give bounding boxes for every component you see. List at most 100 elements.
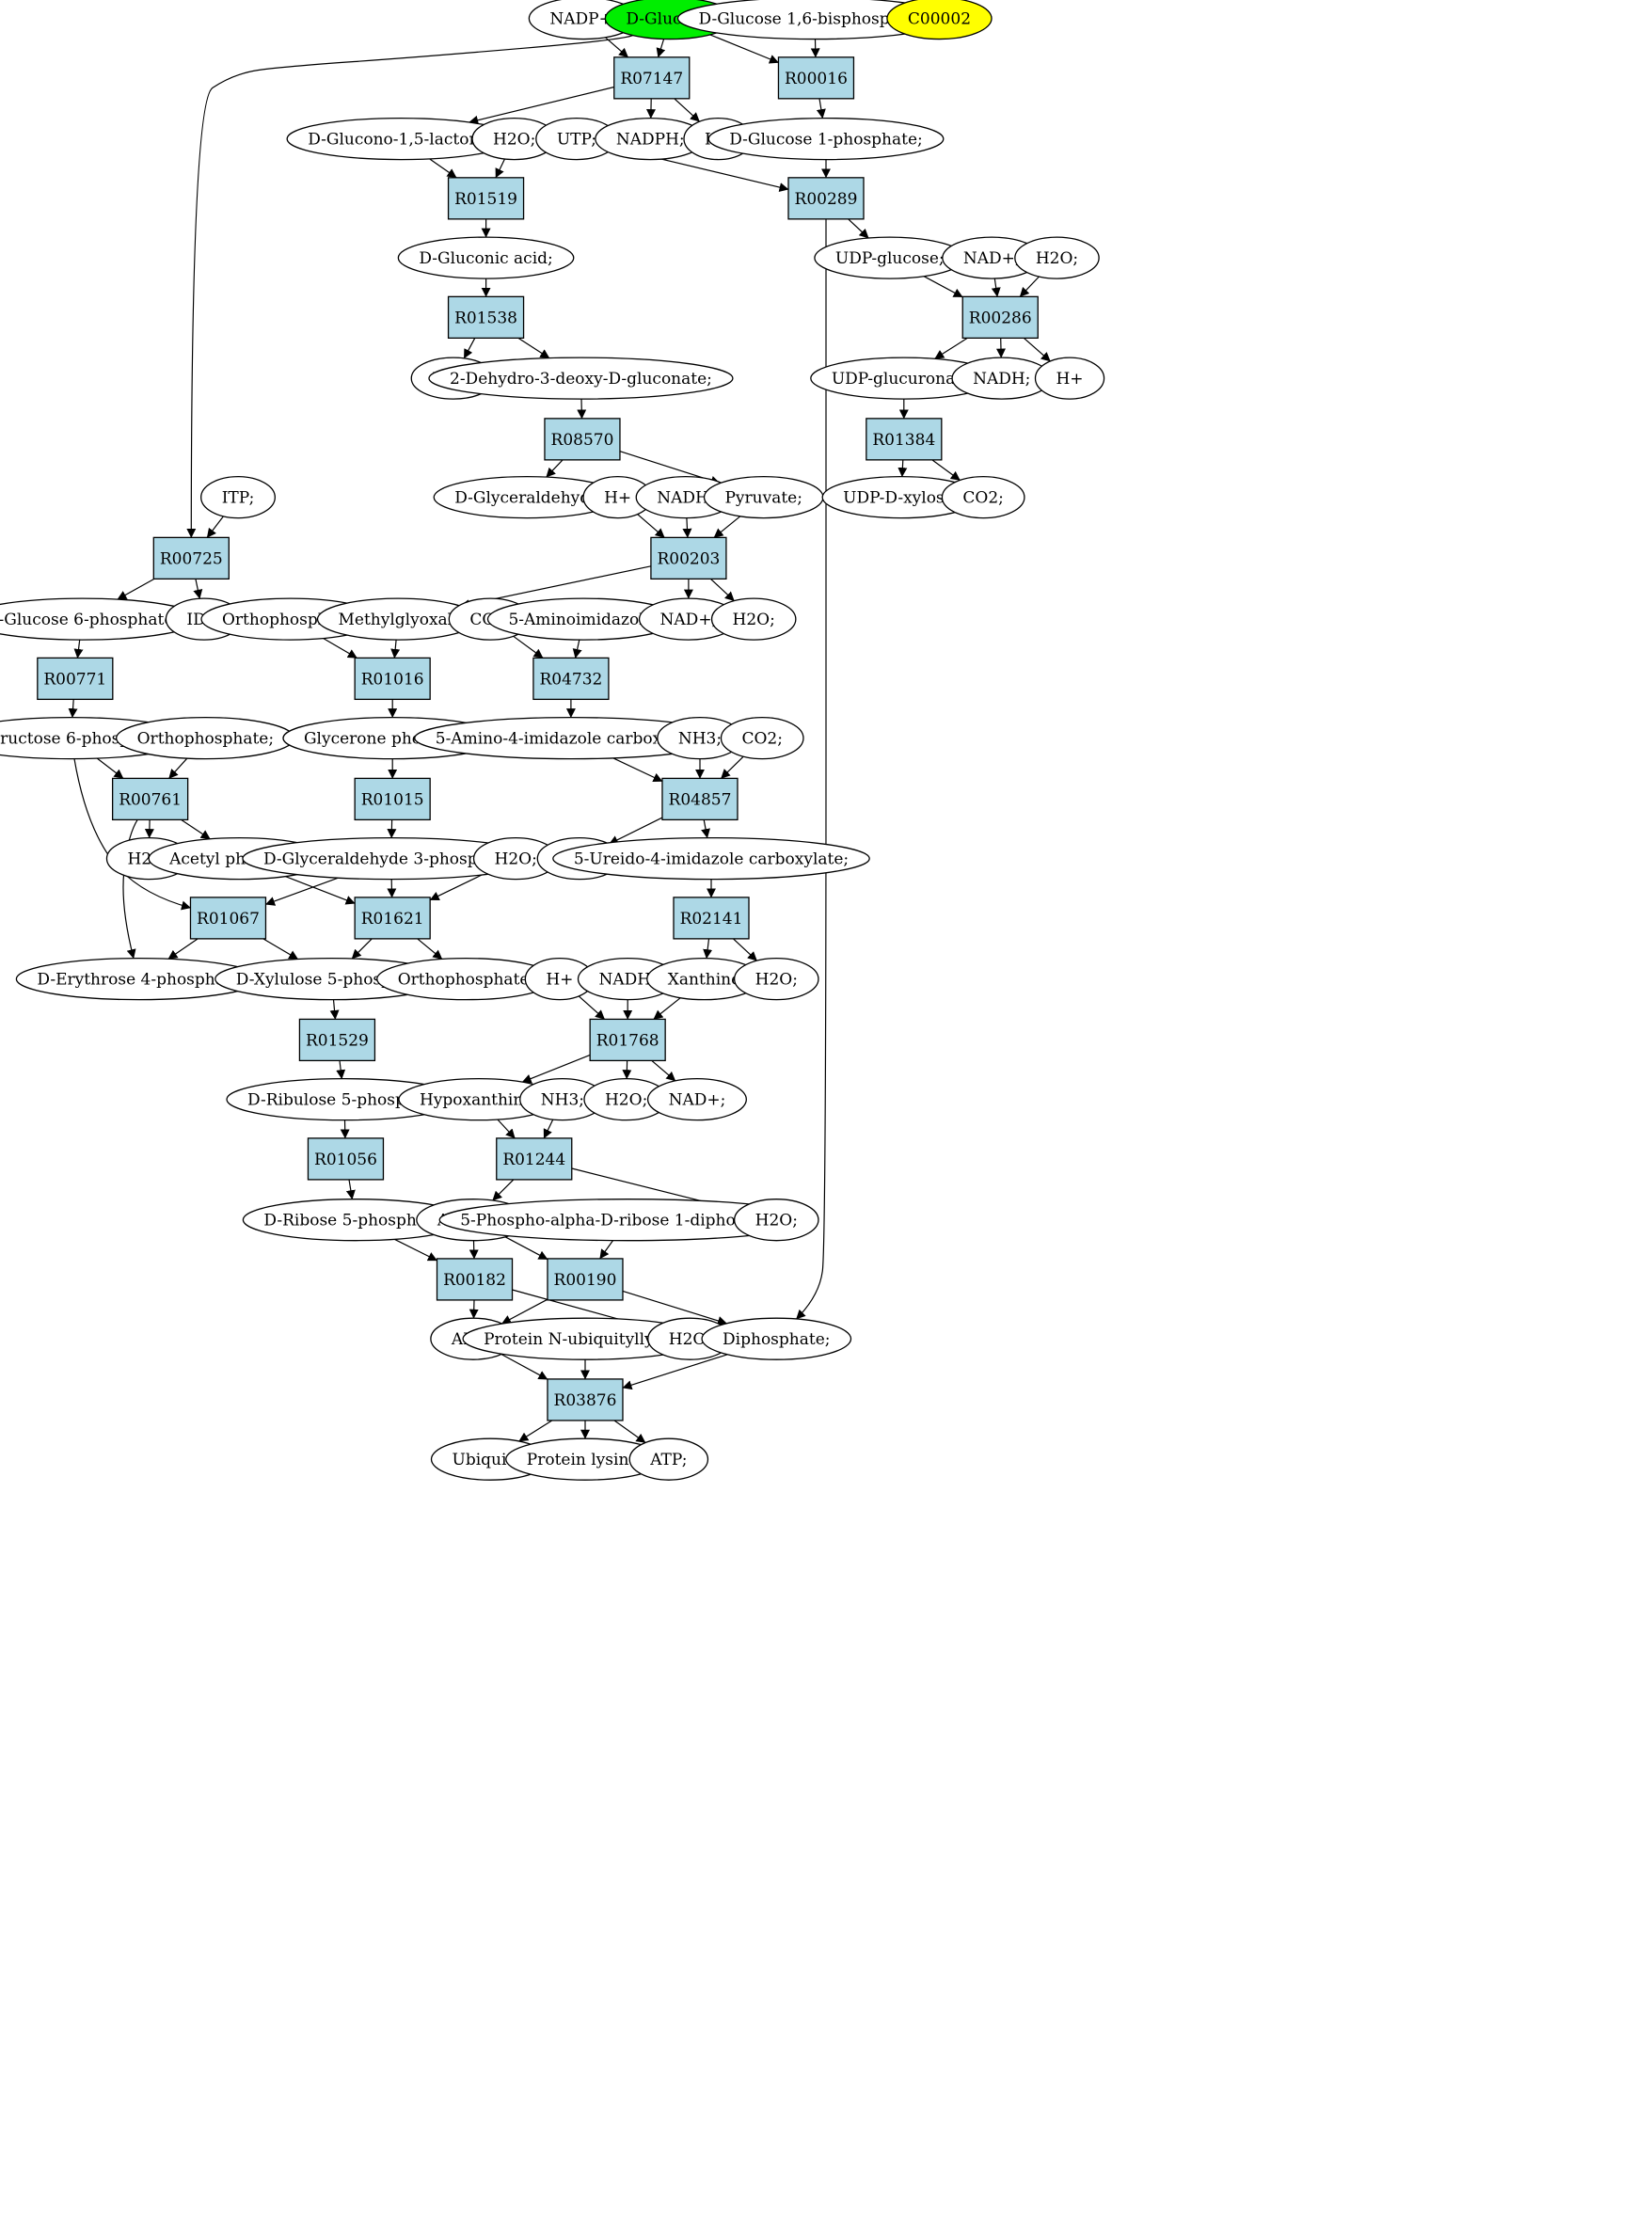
edge-n_hplus_d-to-r_R01768 (578, 995, 606, 1020)
node-label: R08570 (551, 431, 614, 450)
compound-node-n_itp: ITP; (200, 475, 276, 519)
edge-r_R00289-to-n_ppi (796, 218, 827, 1320)
edge-n_r5p-to-r_R00182 (394, 1238, 437, 1262)
reaction-box (447, 177, 525, 220)
compound-node-n_co2_a: CO2; (941, 475, 1025, 519)
edge-n_h2o_a-to-r_R01519 (495, 158, 506, 179)
reaction-box (436, 1258, 514, 1301)
edge-r_R04857-to-n_h2o_g (609, 817, 663, 845)
reaction-box (787, 177, 865, 220)
compound-node-n_kdg: 2-Dehydro-3-deoxy-D-gluconate; (428, 357, 734, 400)
compound-node-n_r5p: D-Ribose 5-phosphate; (242, 1199, 469, 1242)
edge-n_acp-to-r_R01621 (285, 876, 356, 905)
node-label: R00190 (554, 1271, 617, 1290)
reaction-node-r_R00725: R00725 (152, 536, 230, 580)
reaction-box (547, 1258, 624, 1301)
node-label: R01768 (596, 1031, 659, 1050)
edge-r_R01067-to-n_e4p (167, 938, 199, 960)
compound-node-n_pyruvate: Pyruvate; (703, 475, 824, 519)
node-label: Xanthine (668, 971, 740, 990)
node-label: Methylglyoxal; (339, 611, 458, 629)
node-label: R02141 (680, 910, 743, 929)
edge-r_R01529-to-n_ru5p (336, 1060, 346, 1080)
node-label: UDP-glucuronate; (832, 370, 977, 389)
edge-n_5ai-to-r_R04732 (572, 639, 582, 659)
reaction-node-r_R00289: R00289 (787, 177, 865, 220)
node-label: Orthophosphate; (137, 730, 274, 749)
compound-ellipse (397, 236, 575, 279)
node-label: CO2; (741, 730, 783, 749)
edge-n_pyruvate-to-r_R00203 (713, 516, 741, 538)
node-label: H+ (546, 971, 573, 990)
compound-ellipse (428, 357, 734, 400)
compound-node-n_pi_c: Orthophosphate; (376, 957, 556, 1001)
node-label: R01244 (502, 1151, 565, 1169)
edge-n_glc-to-r_R00016 (709, 34, 779, 64)
compound-node-n_g3p: D-Glyceraldehyde 3-phosphate; (242, 836, 540, 881)
reaction-node-r_R08570: R08570 (544, 418, 621, 461)
node-label: R04732 (539, 670, 602, 689)
compound-node-n_nadplus_b: NAD+; (638, 597, 739, 641)
edge-n_kdg-to-r_R08570 (577, 399, 587, 420)
edge-r_R00761-to-n_acp (181, 818, 211, 840)
compound-node-n_nh3_b: NH3; (519, 1078, 606, 1121)
edge-n_mgo-to-r_R01016 (390, 640, 401, 659)
edge-n_glucono-to-r_R01519 (429, 158, 457, 179)
compound-node-n_nh3_a: NH3; (657, 716, 743, 760)
reaction-box (532, 657, 610, 701)
compound-ellipse (733, 1199, 819, 1242)
edge-n_nh3_b-to-r_R01244 (543, 1119, 554, 1139)
node-label: UDP-D-xylose; (843, 489, 959, 508)
node-label: R01621 (361, 910, 424, 929)
edge-r_R02141-to-n_xanthine (703, 938, 713, 960)
edge-n_nadp-to-r_R07147 (605, 37, 628, 58)
edge-r_R03876-to-n_ubiquitin (518, 1420, 553, 1442)
node-label: R00289 (795, 190, 858, 209)
reaction-node-r_R01244: R01244 (496, 1137, 573, 1181)
node-label: R01067 (197, 910, 260, 929)
compound-node-n_nadph: NADPH; (595, 117, 707, 161)
reaction-node-r_R07147: R07147 (613, 56, 691, 100)
compound-node-n_c00002: C00002 (886, 0, 993, 40)
node-label: R01015 (361, 790, 424, 809)
compound-node-n_nadplus_c: NAD+; (646, 1078, 747, 1121)
reaction-box (354, 777, 431, 821)
node-label: D-Glucono-1,5-lactone; (308, 131, 494, 150)
node-label: H2O; (755, 1212, 798, 1231)
edge-n_ppi-to-r_R03876 (622, 1354, 728, 1390)
node-label: UDP-glucose; (835, 249, 945, 268)
node-label: D-Glyceraldehyde 3-phosphate; (263, 850, 518, 869)
node-label: D-Ribulose 5-phosphate (247, 1091, 441, 1110)
edge-r_R00016-to-n_g1p (816, 98, 826, 119)
edge-n_xu5p-to-r_R01529 (329, 999, 340, 1020)
node-label: H2O; (669, 1330, 711, 1349)
node-label: NADP+; (549, 10, 617, 29)
reaction-node-r_R01016: R01016 (354, 657, 431, 701)
compound-node-n_protubq: Protein N-ubiquityllysine (462, 1317, 708, 1360)
node-label: 5-Aminoimidazole; (508, 611, 659, 629)
node-label: H2O; (733, 611, 775, 629)
edge-n_pi_b-to-r_R00761 (168, 757, 188, 779)
edge-r_R01768-to-n_nadplus_c (651, 1059, 676, 1082)
reaction-node-r_R01015: R01015 (354, 777, 431, 821)
compound-node-n_mgo: Methylglyoxal; (316, 597, 480, 641)
reaction-box (544, 418, 621, 461)
node-label: H+ (1056, 370, 1083, 389)
node-label: H2O; (495, 850, 537, 869)
node-label: ATP; (649, 1451, 687, 1469)
node-label: R01538 (454, 309, 517, 327)
reaction-node-r_R01529: R01529 (298, 1018, 376, 1062)
reaction-box (298, 1018, 376, 1062)
node-label: D-Glyceraldehyde (454, 489, 599, 508)
compound-ellipse (628, 1437, 709, 1481)
compound-node-n_nadh_b: NADH; (635, 475, 737, 519)
edge-n_aica-to-r_R04857 (612, 757, 663, 783)
edge-n_pi_a-to-r_R01016 (323, 638, 357, 659)
compound-ellipse (733, 957, 819, 1001)
compound-ellipse (1034, 357, 1105, 400)
reaction-box (496, 1137, 573, 1181)
edge-r_R00182-to-n_amp (469, 1299, 479, 1319)
compound-ellipse (701, 1317, 852, 1360)
node-label: 5-Amino-4-imidazole carboxylate; (436, 730, 707, 749)
